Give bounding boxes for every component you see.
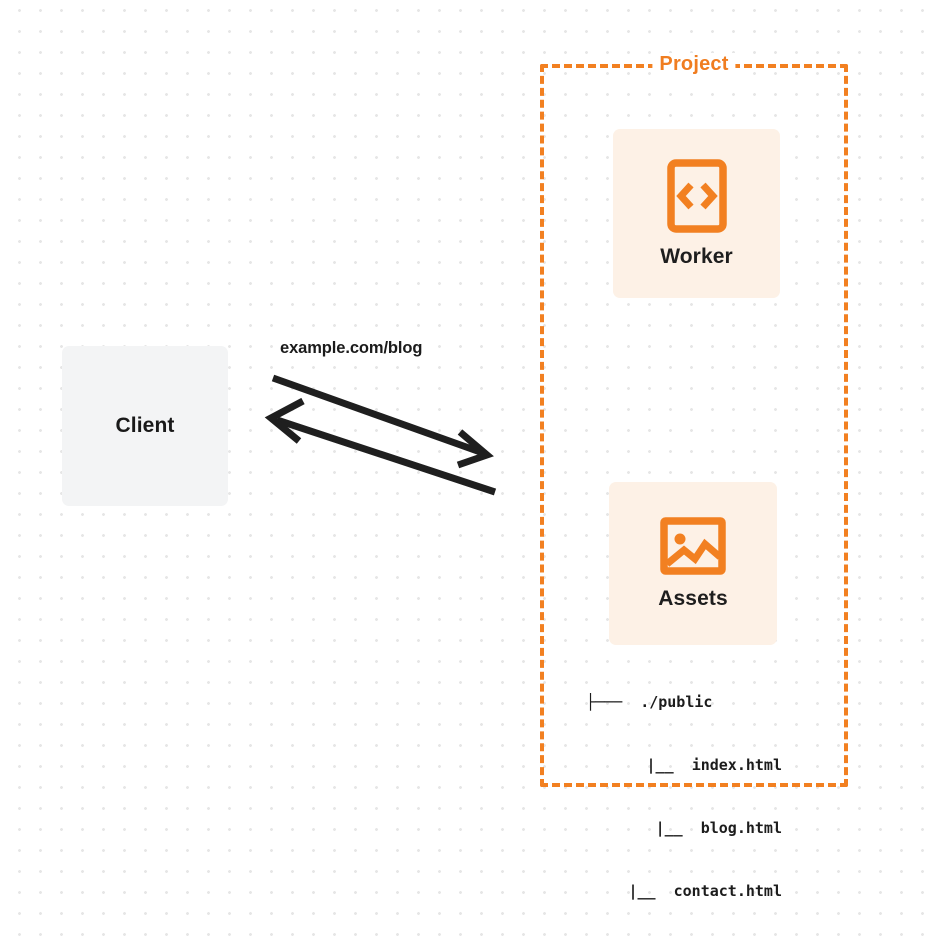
tree-connector: |__ [646,756,692,774]
code-brackets-icon [666,158,727,233]
tree-connector: |__ [628,882,674,900]
node-worker-label: Worker [660,244,733,268]
node-assets[interactable]: Assets [609,482,777,645]
tree-node-name: ./public [640,693,713,711]
node-worker[interactable]: Worker [613,129,780,298]
diagram-canvas: Client example.com/blog Project Worker [62,53,848,900]
request-arrow [271,374,494,469]
edge-label-url: example.com/blog [280,339,423,357]
project-title: Project [652,53,736,76]
file-tree-row: |__ index.html [586,755,782,776]
response-arrow [264,397,497,496]
assets-file-tree: ├─── ./public |__ index.html |__ blog.ht… [586,650,782,944]
tree-connector: |__ [655,819,701,837]
file-tree-row: |__ contact.html [586,881,782,902]
image-picture-icon [660,516,726,575]
tree-node-name: index.html [691,756,782,774]
file-tree-row-root: ├─── ./public [586,692,782,713]
project-container: Project [540,53,848,787]
connection-arrows [264,374,497,496]
node-client-label: Client [115,414,175,437]
tree-node-name: blog.html [700,819,782,837]
node-client[interactable]: Client [62,346,228,506]
node-assets-label: Assets [658,586,728,610]
tree-node-name: contact.html [673,882,782,900]
tree-connector: ├─── [586,693,641,711]
file-tree-row: |__ blog.html [586,818,782,839]
